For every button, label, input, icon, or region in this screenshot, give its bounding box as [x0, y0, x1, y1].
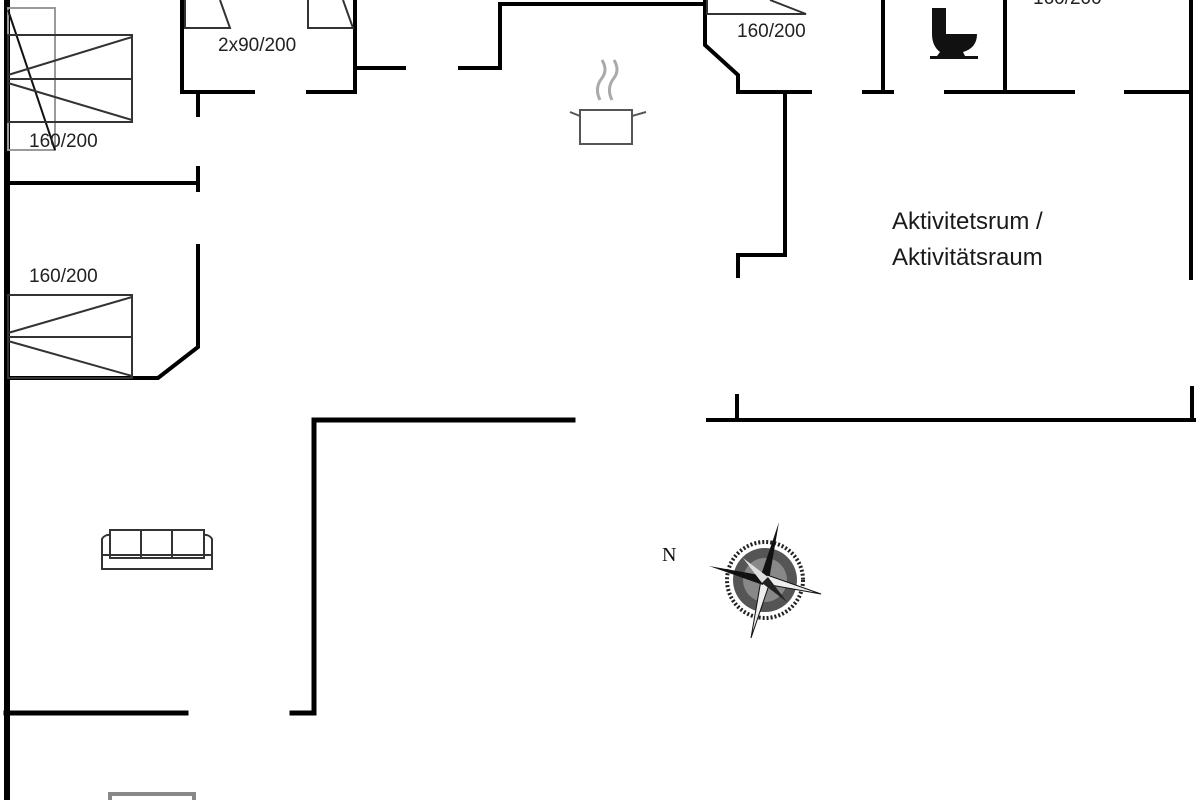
beds: [7, 0, 807, 379]
bed-size-label: 2x90/200: [218, 35, 297, 56]
room-label-line1: Aktivitetsrum /: [892, 208, 1043, 235]
toilet-icon: [930, 8, 978, 59]
north-label: N: [662, 544, 677, 566]
bed-size-label: 160/200: [737, 21, 806, 42]
room-label-line2: Aktivitätsraum: [892, 244, 1043, 271]
walls: [3, 0, 1196, 800]
bed-size-label: 160/200: [29, 266, 98, 287]
grey-furniture: [108, 792, 196, 800]
bed-size-label: 160/200: [29, 131, 98, 152]
cooking-pot-icon: [569, 59, 647, 145]
compass-rose-icon: [709, 522, 822, 639]
sofa-icon: [101, 529, 213, 570]
bed-size-label: 160/200: [1033, 0, 1102, 10]
room-label-activity-room: Aktivitetsrum / Aktivitätsraum: [892, 204, 1043, 276]
